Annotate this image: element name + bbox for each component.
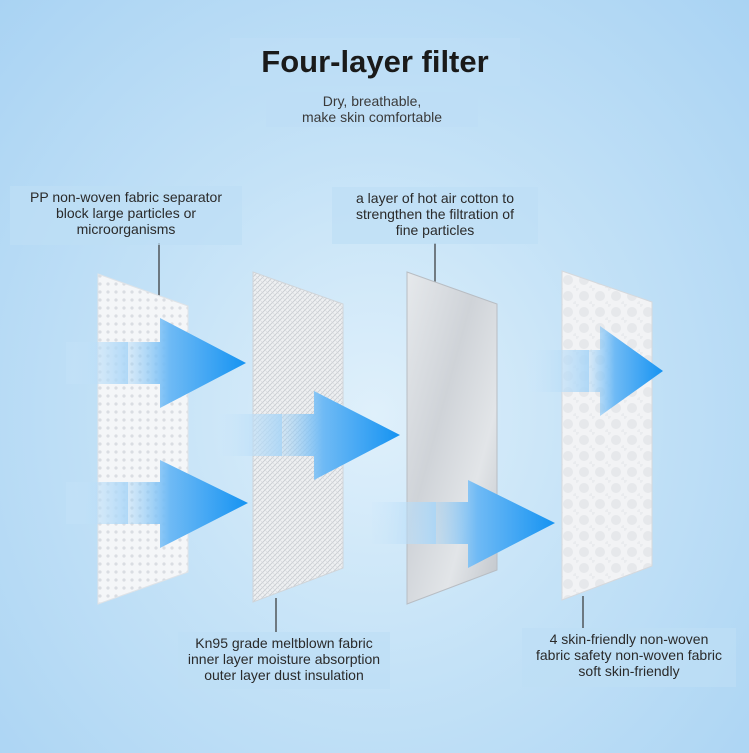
airflow-arrow [66, 460, 248, 548]
skin-friendly-layer [561, 270, 653, 601]
label-line: soft skin-friendly [578, 663, 680, 679]
label-line: fabric safety non-woven fabric [536, 647, 722, 663]
label-line: outer layer dust insulation [204, 667, 364, 683]
pp-nonwoven-layer [97, 273, 189, 605]
label-line: microorganisms [76, 221, 176, 237]
label-line: a layer of hot air cotton to [356, 190, 514, 206]
meltblown-label: Kn95 grade meltblown fabric inner layer … [178, 632, 390, 689]
label-line: inner layer moisture absorption [187, 651, 381, 667]
label-line: strengthen the filtration of [356, 206, 514, 222]
label-line: PP non-woven fabric separator [30, 189, 222, 205]
airflow-arrow [372, 480, 555, 568]
subtitle-line: Dry, breathable, [322, 93, 422, 109]
pp-separator-label: PP non-woven fabric separator block larg… [10, 186, 242, 245]
page-subtitle: Dry, breathable, make skin comfortable [266, 92, 478, 127]
airflow-arrow [527, 326, 663, 416]
subtitle-line: make skin comfortable [301, 109, 443, 125]
label-line: 4 skin-friendly non-woven [549, 631, 709, 647]
airflow-arrow [218, 391, 400, 480]
label-line: block large particles or [55, 205, 197, 221]
skin-friendly-label: 4 skin-friendly non-woven fabric safety … [522, 628, 736, 687]
label-line: fine particles [395, 222, 475, 238]
hot-air-cotton-label: a layer of hot air cotton to strengthen … [332, 187, 538, 244]
page-title: Four-layer filter [230, 38, 520, 86]
airflow-arrow [66, 318, 246, 408]
label-line: Kn95 grade meltblown fabric [195, 635, 373, 651]
